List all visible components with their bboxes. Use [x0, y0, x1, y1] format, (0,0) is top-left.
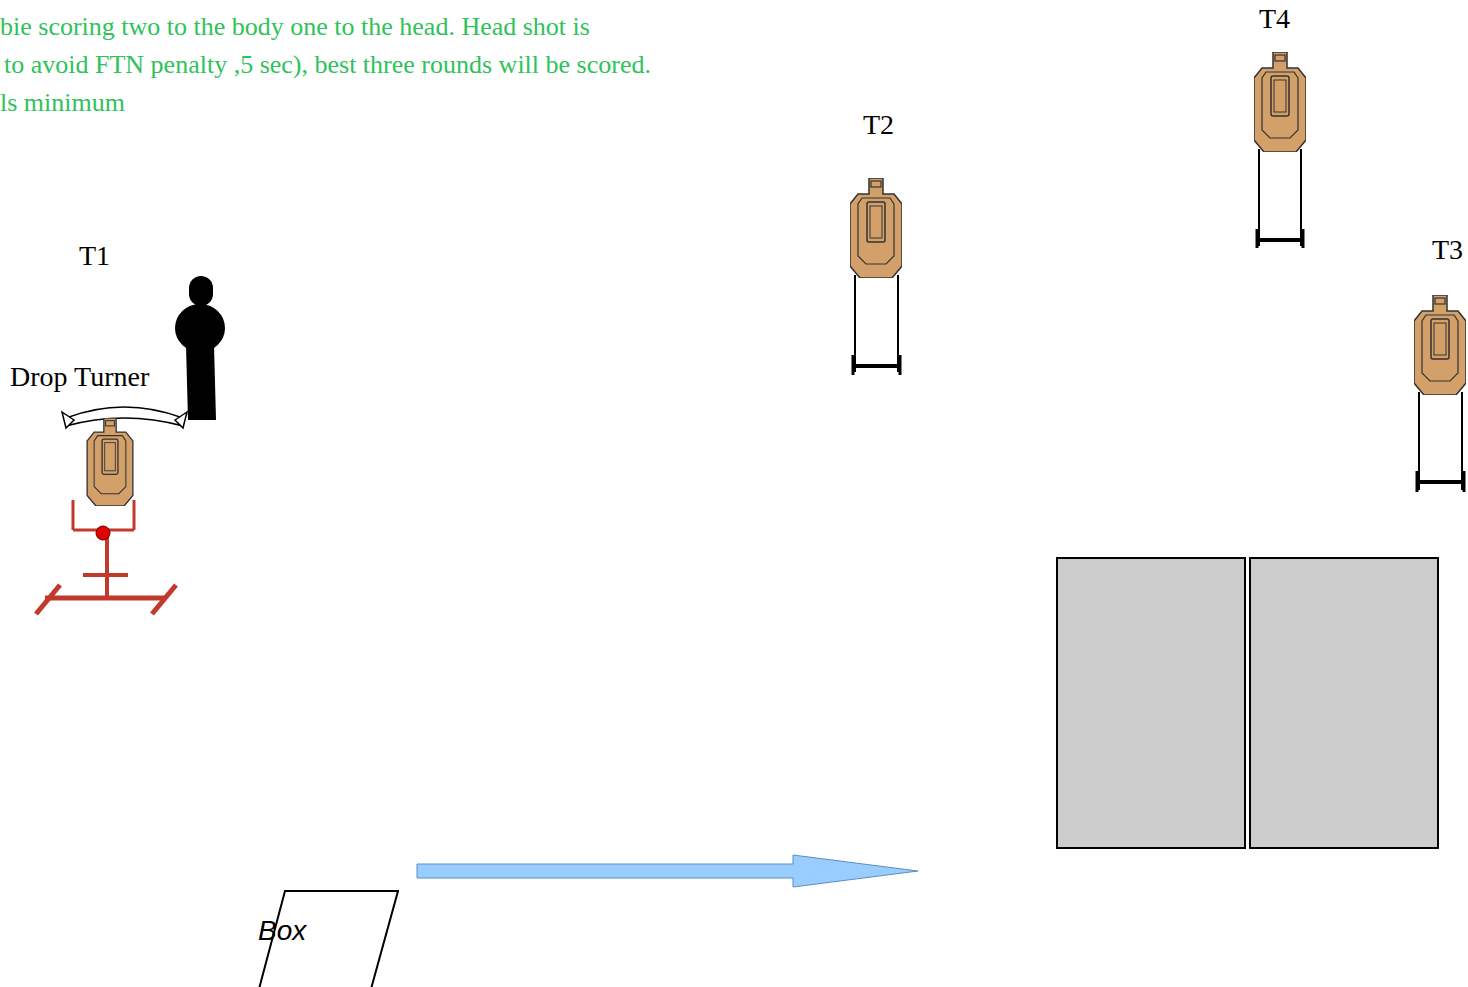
briefing-note: to avoid FTN penalty ,5 sec), best three…: [4, 52, 651, 78]
no-shoot-silhouette: [175, 276, 225, 420]
device-label: Drop Turner: [10, 363, 149, 391]
movement-arrow: [417, 855, 918, 887]
drop-turner-target: [36, 418, 176, 614]
target-label: T4: [1259, 5, 1290, 33]
target-label: T2: [863, 111, 894, 139]
briefing-note: ls minimum: [0, 90, 125, 116]
box-label: Box: [258, 917, 306, 945]
start-box: Box: [258, 890, 399, 987]
target-t3: [1414, 295, 1466, 492]
turn-arrow: [66, 407, 183, 426]
turn-arrow-head: [175, 412, 187, 428]
wall-panel: [1250, 558, 1438, 848]
wall-panel: [1057, 558, 1245, 848]
target-label: T3: [1432, 236, 1463, 264]
briefing-note: bie scoring two to the body one to the h…: [0, 14, 590, 40]
target-label: T1: [79, 242, 110, 270]
target-t2: [850, 178, 902, 375]
target-t4: [1254, 52, 1306, 248]
turn-arrow-head: [62, 412, 74, 428]
